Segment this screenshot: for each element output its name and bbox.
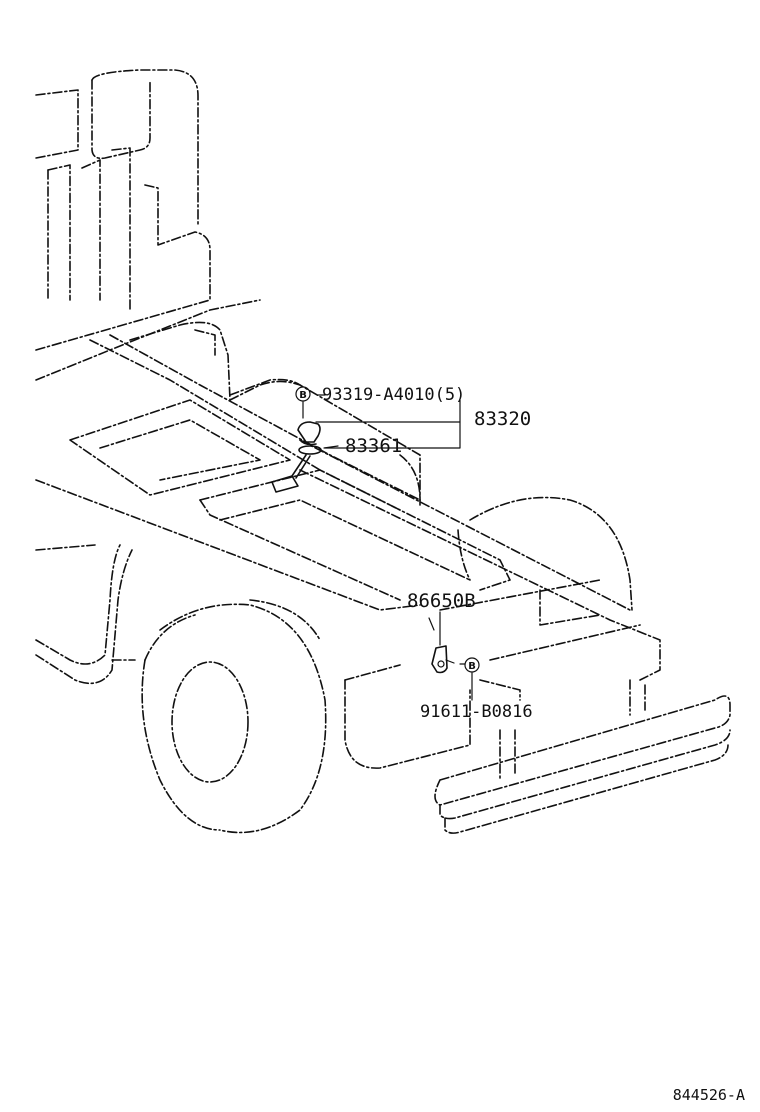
leaders — [302, 394, 473, 701]
part-label-83361: 83361 — [345, 435, 402, 457]
rear-wheel — [457, 496, 633, 611]
exhaust-pipe — [35, 544, 136, 685]
svg-text:B: B — [468, 661, 476, 672]
svg-text:B: B — [299, 390, 307, 401]
bolt-marker-b: B — [464, 657, 480, 673]
part-label-86650b: 86650B — [407, 590, 476, 612]
part-label-91611: 91611-B0816 — [420, 702, 533, 722]
chassis-frame — [35, 299, 661, 681]
part-label-93319: 93319-A4010(5) — [322, 385, 465, 405]
tank-panel — [229, 380, 471, 769]
rear-bumper — [434, 679, 731, 834]
fuel-sender-gauge — [271, 421, 322, 493]
sender-gauge-b — [431, 645, 455, 674]
front-wheel — [141, 599, 327, 834]
bolt-marker-a: B — [295, 386, 311, 402]
cab-outline — [35, 69, 211, 351]
diagram-reference: 844526-A — [673, 1086, 745, 1104]
part-label-83320: 83320 — [474, 408, 531, 430]
